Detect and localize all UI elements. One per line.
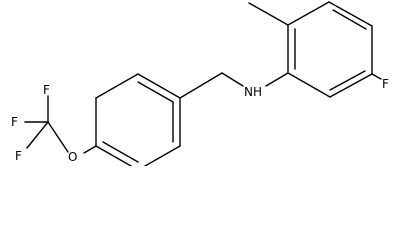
ring-bond — [287, 72, 331, 98]
ring-bond — [137, 73, 181, 99]
structure-diagram: F NH O F F F — [11, 1, 389, 166]
cf-bond — [371, 73, 382, 80]
oxygen-label: O — [68, 150, 77, 164]
ring-bond-inner — [332, 9, 367, 30]
aniline-ring — [287, 1, 373, 98]
ring-bond — [95, 73, 139, 99]
fluorine-label: F — [382, 77, 389, 91]
cf3-fluorine-top-label: F — [43, 83, 50, 97]
cf3-fluorine-left-label: F — [11, 115, 18, 129]
molecule-svg: F NH O F F F — [11, 1, 389, 166]
n-ch2-bond — [221, 72, 244, 87]
methyl-bond — [248, 2, 289, 26]
ring-bond — [95, 145, 133, 166]
amine-label: NH — [244, 85, 262, 99]
ring-bond-inner — [137, 81, 174, 103]
ring-bond-inner — [329, 70, 366, 91]
ring-bond — [143, 145, 181, 166]
ring-bond — [328, 1, 373, 27]
cn-bond — [265, 72, 289, 87]
ring-bond-inner — [102, 141, 139, 163]
benzyl-ring — [95, 73, 181, 166]
cf3-fluorine-bottom-label: F — [15, 149, 22, 163]
co-bond — [83, 145, 97, 154]
ring-bond — [329, 73, 373, 98]
cf3-bond-bottom — [26, 121, 49, 149]
ch2-ring-bond — [179, 72, 223, 99]
ring-bond — [287, 1, 330, 26]
o-cf3-bond — [47, 121, 69, 153]
